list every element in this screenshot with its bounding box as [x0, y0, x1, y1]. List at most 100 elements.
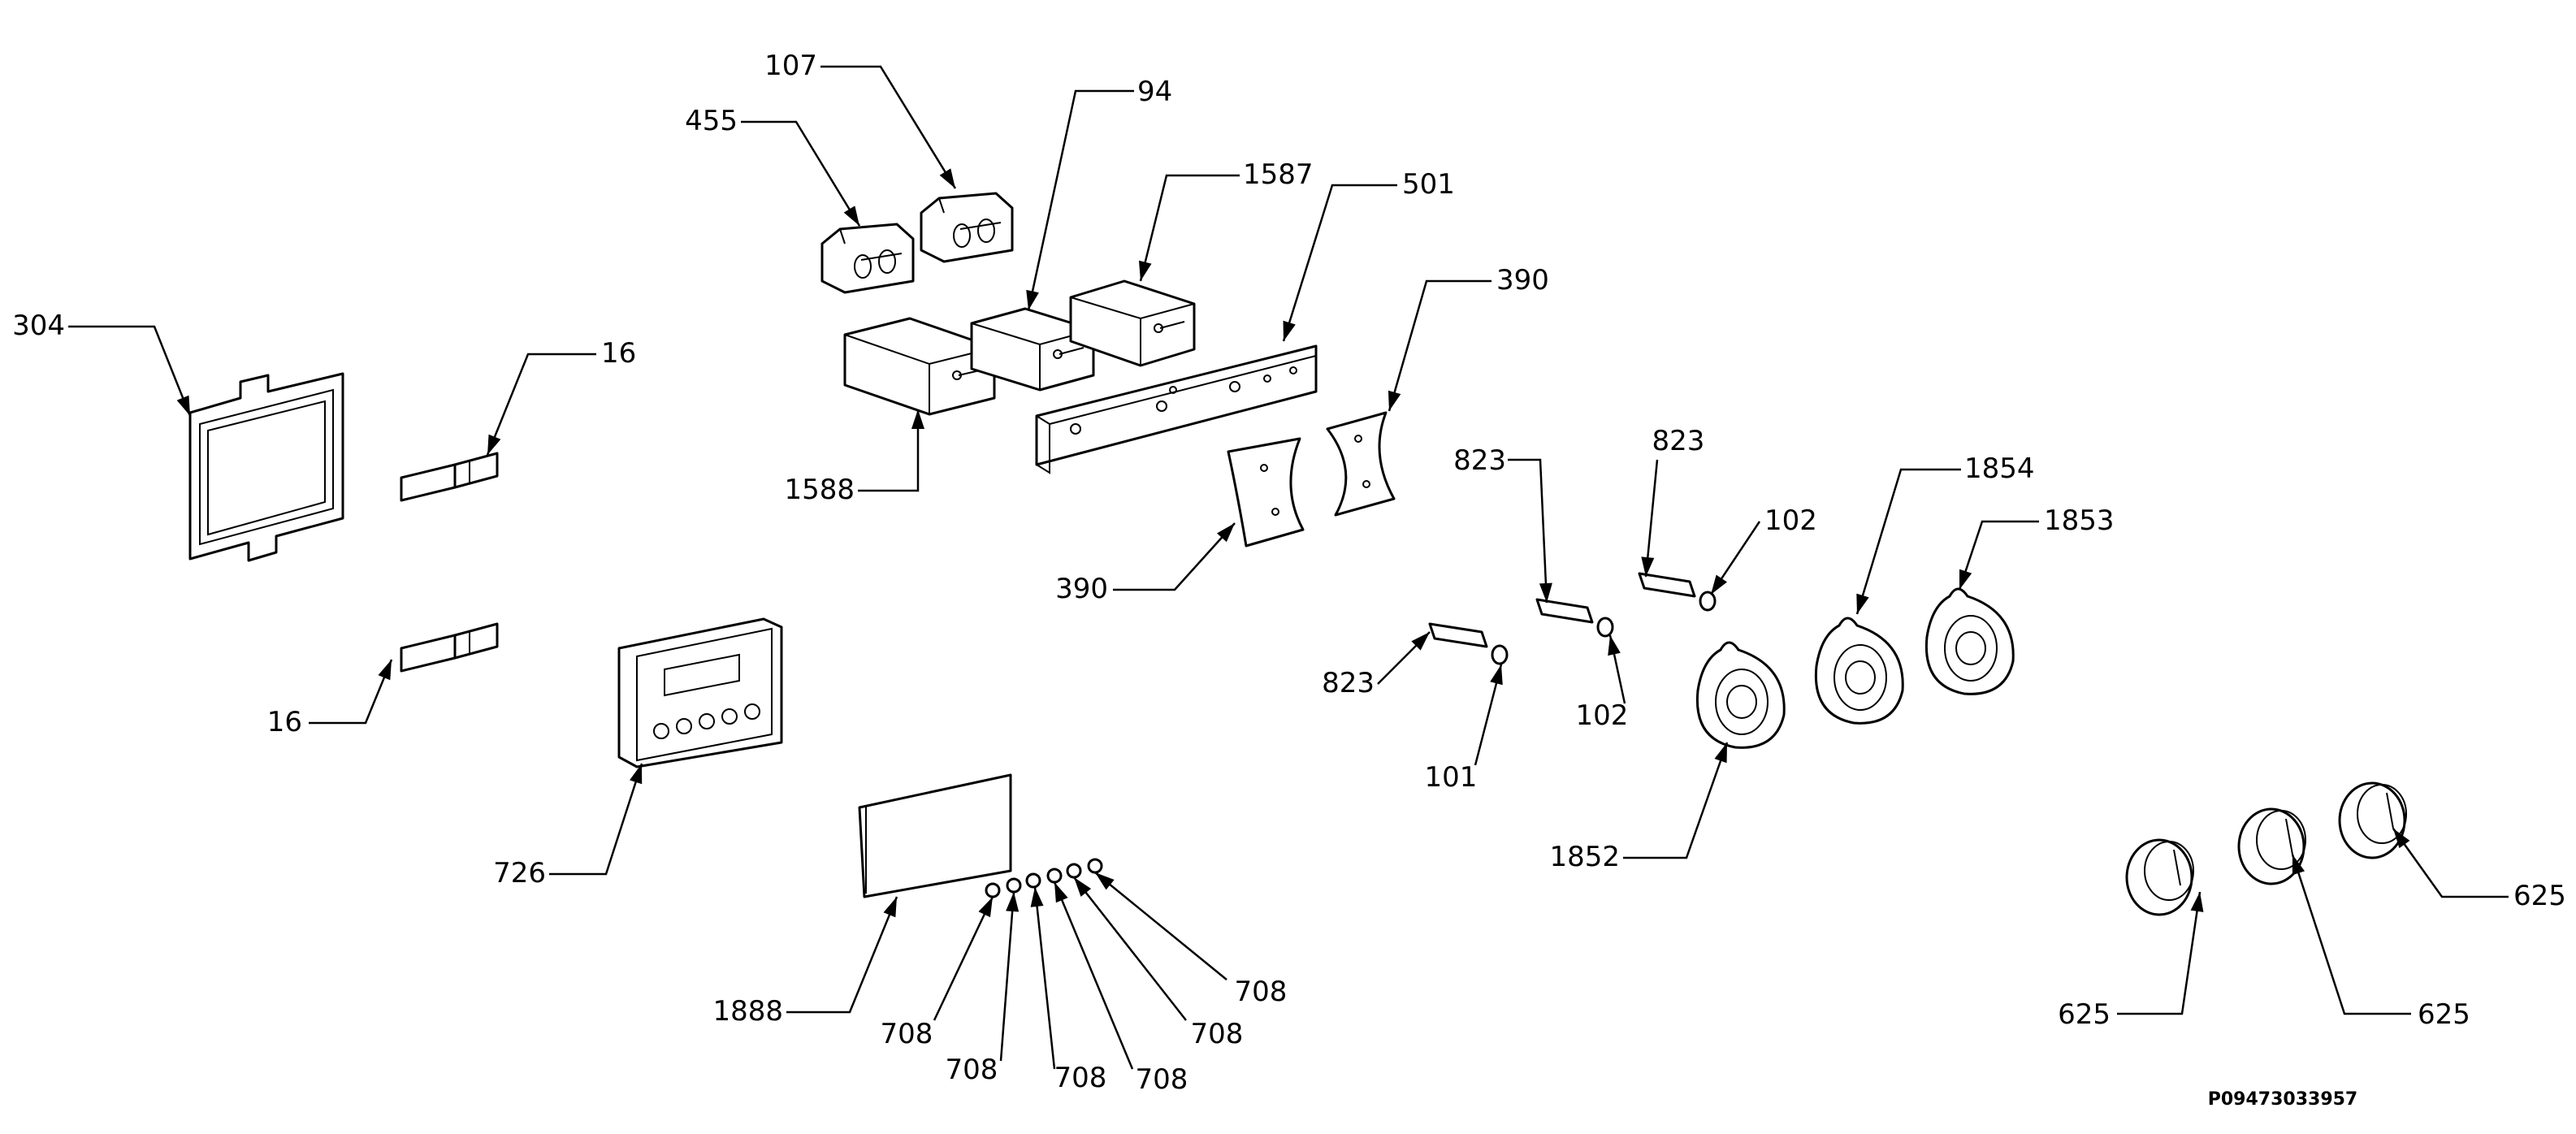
arrowhead — [2190, 892, 2204, 912]
callout-label: 708 — [1191, 1018, 1244, 1050]
callout-label: 726 — [493, 857, 546, 889]
arrowhead — [1539, 582, 1552, 603]
callout-c16b: 16 — [267, 659, 393, 738]
leader-line — [1073, 876, 1187, 1021]
part-pin-823-left — [1428, 622, 1509, 665]
callout-c823c: 823 — [1641, 425, 1705, 578]
callout-c1853: 1853 — [1958, 504, 2115, 591]
leader-line — [1139, 174, 1240, 282]
callout-c708c: 708 — [1030, 886, 1107, 1094]
arrowhead — [1026, 289, 1039, 310]
leader-line — [1033, 886, 1056, 1070]
callout-label: 107 — [764, 50, 817, 82]
callout-c625b: 625 — [2291, 854, 2470, 1031]
part-knob-625-left — [2125, 838, 2194, 916]
callout-c625c: 625 — [2392, 828, 2566, 912]
arrowhead — [630, 764, 643, 785]
callout-c708e: 708 — [1073, 876, 1244, 1050]
arrowhead — [1959, 569, 1972, 590]
leader-line — [820, 65, 957, 189]
part-knob-625-middle — [2237, 807, 2306, 885]
leader-line — [2291, 854, 2411, 1015]
leader-line — [68, 325, 192, 417]
leader-line — [549, 763, 643, 876]
arrowhead — [2292, 855, 2305, 876]
leader-line — [1644, 459, 1659, 578]
callout-label: 102 — [1764, 504, 1817, 537]
callout-label: 1888 — [712, 995, 783, 1028]
callout-c823a: 823 — [1322, 631, 1431, 699]
leader-line — [1282, 184, 1397, 342]
callout-label: 455 — [685, 105, 738, 137]
callout-c107: 107 — [764, 50, 957, 189]
callout-c501: 501 — [1282, 168, 1455, 342]
part-bezel-1854 — [1814, 617, 1904, 725]
part-clip-16-upper — [400, 452, 499, 502]
callout-c1888: 1888 — [712, 896, 898, 1028]
part-bracket-390-right — [1326, 411, 1396, 517]
leader-line — [1855, 468, 1961, 615]
part-panel-1888 — [858, 773, 1012, 898]
arrowhead — [911, 409, 924, 429]
callout-c1588: 1588 — [784, 409, 924, 506]
callout-c102a: 102 — [1709, 504, 1817, 595]
arrowhead — [978, 897, 993, 918]
part-bezel-1853 — [1924, 587, 2015, 695]
leader-line — [1113, 522, 1236, 591]
part-display-panel-726 — [617, 617, 783, 768]
part-clip-16-lower — [400, 622, 499, 673]
callout-label: 708 — [881, 1018, 933, 1050]
arrowhead — [1711, 574, 1727, 595]
callout-c101: 101 — [1425, 664, 1503, 794]
callout-label: 304 — [12, 309, 65, 342]
callout-label: 1588 — [784, 474, 855, 506]
leader-line — [1053, 881, 1134, 1070]
callout-label: 708 — [1054, 1062, 1107, 1094]
part-rail-501 — [1035, 344, 1318, 474]
callout-c1854: 1854 — [1855, 452, 2035, 615]
part-frame-304 — [188, 372, 344, 562]
callout-label: 823 — [1453, 444, 1506, 477]
callout-label: 708 — [946, 1054, 998, 1086]
callout-c102b: 102 — [1576, 634, 1629, 732]
part-bracket-390-left — [1227, 437, 1305, 548]
callout-label: 708 — [1235, 976, 1288, 1008]
leader-line — [309, 659, 393, 725]
callout-c390b: 390 — [1055, 522, 1236, 605]
leader-line — [1388, 279, 1491, 412]
arrowhead — [176, 395, 190, 416]
callout-label: 16 — [601, 337, 636, 370]
leader-line — [786, 896, 898, 1014]
callout-c455: 455 — [685, 105, 861, 227]
callout-c726: 726 — [493, 763, 643, 889]
arrowhead — [1388, 390, 1401, 411]
part-switch-94 — [970, 307, 1095, 392]
arrowhead — [843, 206, 859, 226]
leader-line — [858, 409, 920, 492]
arrowhead — [1411, 632, 1430, 651]
leader-line — [1623, 742, 1729, 859]
leader-line — [1508, 458, 1548, 604]
part-knob-625-right — [2338, 781, 2407, 859]
arrowhead — [1608, 635, 1621, 656]
callout-c708f: 708 — [1094, 872, 1288, 1008]
leader-line — [486, 353, 596, 456]
arrowhead — [1030, 887, 1044, 907]
callout-c1587: 1587 — [1138, 158, 1314, 282]
arrowhead — [2393, 829, 2410, 849]
callout-c708a: 708 — [881, 896, 994, 1050]
callout-c708d: 708 — [1053, 881, 1188, 1096]
arrowhead — [1216, 523, 1235, 543]
callout-c1852: 1852 — [1549, 742, 1729, 873]
callout-label: 390 — [1055, 573, 1108, 605]
callout-label: 625 — [2418, 998, 2470, 1031]
part-pin-823-middle — [1535, 598, 1614, 638]
arrowhead — [487, 434, 501, 455]
arrowhead — [1006, 892, 1020, 912]
callout-label: 625 — [2513, 880, 2566, 912]
part-terminal-block-107 — [920, 192, 1014, 263]
callout-label: 102 — [1576, 699, 1629, 732]
callout-c625a: 625 — [2058, 891, 2204, 1031]
arrowhead — [1641, 556, 1655, 577]
callout-label: 823 — [1652, 425, 1705, 457]
